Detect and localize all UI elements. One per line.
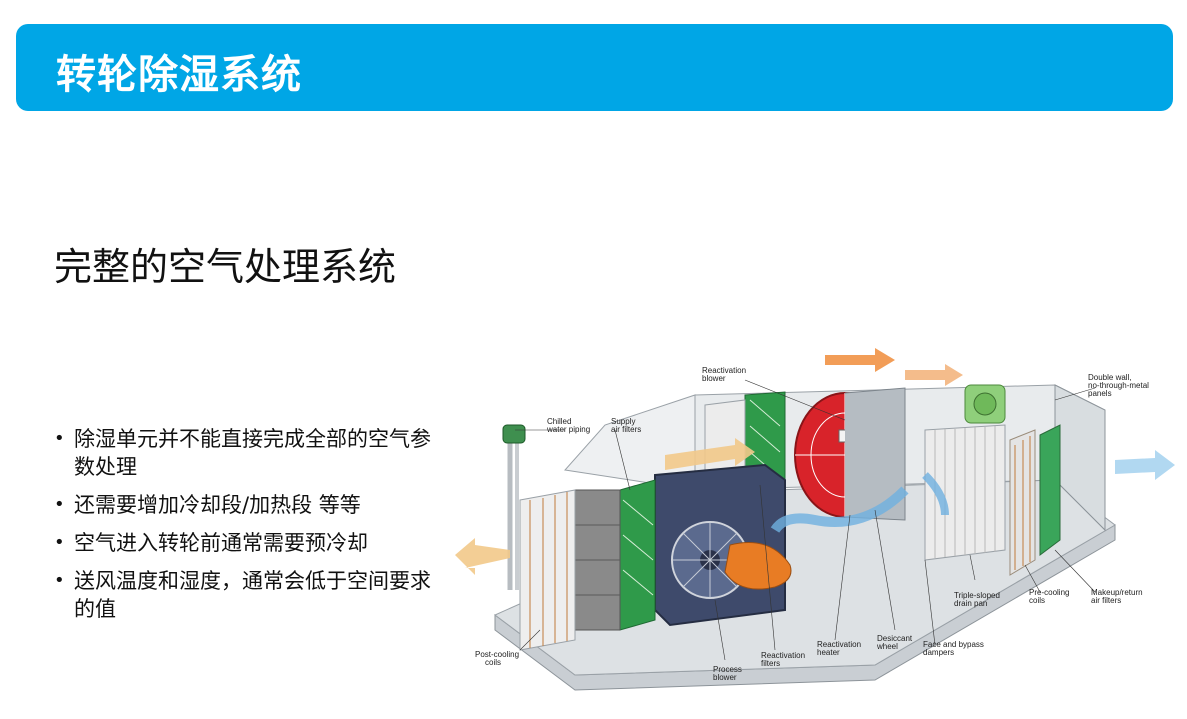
supply-air-arrow [455, 538, 510, 575]
makeup-air-filters [1039, 424, 1061, 556]
page-title: 转轮除湿系统 [56, 52, 302, 98]
bullet-item: 除湿单元并不能直接完成全部的空气参数处理 [54, 425, 434, 481]
exhaust-air-arrow [825, 348, 895, 372]
control-valve [502, 424, 526, 444]
bullet-item: 还需要增加冷却段/加热段 等等 [54, 491, 434, 519]
bullet-list: 除湿单元并不能直接完成全部的空气参数处理 还需要增加冷却段/加热段 等等 空气进… [54, 425, 434, 633]
title-banner: 转轮除湿系统 [16, 24, 1173, 111]
blower-motor [724, 542, 792, 590]
makeup-air-arrow [1115, 450, 1175, 480]
process-air-flow [770, 486, 909, 534]
post-cooling-coils [519, 489, 576, 651]
bullet-item: 空气进入转轮前通常需要预冷却 [54, 529, 434, 557]
process-air-flow-2 [922, 472, 949, 516]
reactivation-air-arrow [665, 438, 755, 470]
section-subtitle: 完整的空气处理系统 [54, 245, 397, 289]
bullet-item: 送风温度和湿度，通常会低于空间要求的值 [54, 567, 434, 623]
wheel-housing [844, 387, 906, 521]
exhaust-air-arrow-2 [905, 364, 963, 386]
